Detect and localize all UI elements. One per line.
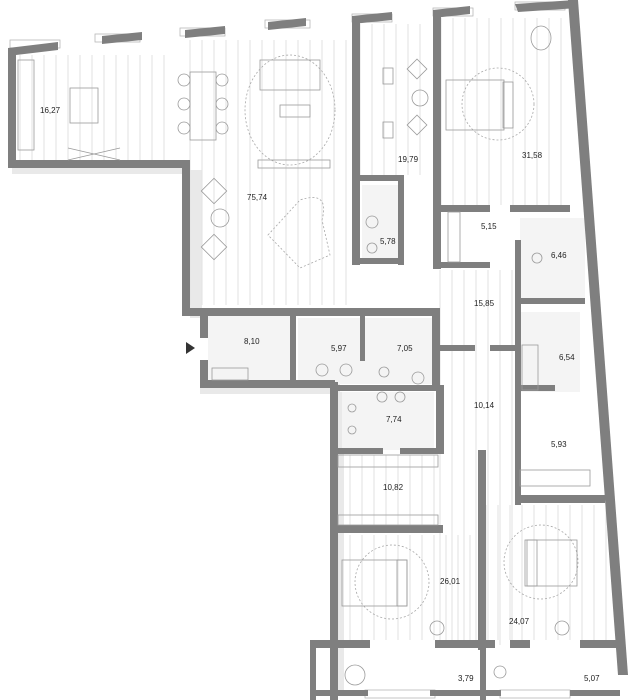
- area-label-bath-lower: 7,74: [386, 415, 402, 424]
- bench: [257, 159, 331, 169]
- area-label-balcony-right: 5,07: [584, 674, 600, 683]
- area-label-living: 75,74: [247, 193, 268, 202]
- rug-left: [354, 544, 430, 620]
- area-label-closet-right: 5,93: [551, 440, 567, 449]
- bed-right: [524, 539, 578, 587]
- rug-right: [503, 524, 579, 600]
- area-label-dressing: 10,82: [383, 483, 404, 492]
- coffee-table: [279, 104, 311, 118]
- walls: [8, 0, 628, 700]
- master-bed: [445, 79, 505, 131]
- tiled-floors: [208, 185, 585, 450]
- kitchen-island: [69, 87, 99, 124]
- entrance-arrow-icon: [186, 342, 195, 354]
- wall-shadows: [12, 162, 344, 692]
- grand-piano: [267, 197, 331, 269]
- rug: [461, 67, 535, 141]
- area-label-laundry: 5,97: [331, 344, 347, 353]
- furniture: [17, 25, 591, 686]
- kitchen-counter: [17, 59, 35, 151]
- area-label-study: 19,79: [398, 155, 419, 164]
- area-label-balcony-left: 3,79: [458, 674, 474, 683]
- area-label-hall-upper: 15,85: [474, 299, 495, 308]
- dining-table: [189, 71, 217, 141]
- area-label-bath-right: 6,54: [559, 353, 575, 362]
- area-label-bedroom-left: 26,01: [440, 577, 461, 586]
- area-label-bath-small: 5,78: [380, 237, 396, 246]
- area-label-bath-master: 6,46: [551, 251, 567, 260]
- area-label-hall-lower: 10,14: [474, 401, 495, 410]
- area-label-closet-master: 5,15: [481, 222, 497, 231]
- area-labels: 16,27 75,74 19,79 31,58 5,78 5,15 6,46 1…: [40, 106, 600, 683]
- area-label-entry: 8,10: [244, 337, 260, 346]
- area-label-master-bedroom: 31,58: [522, 151, 543, 160]
- area-label-kitchen: 16,27: [40, 106, 61, 115]
- area-label-wc: 7,05: [397, 344, 413, 353]
- sofa: [259, 59, 321, 91]
- area-label-bedroom-right: 24,07: [509, 617, 530, 626]
